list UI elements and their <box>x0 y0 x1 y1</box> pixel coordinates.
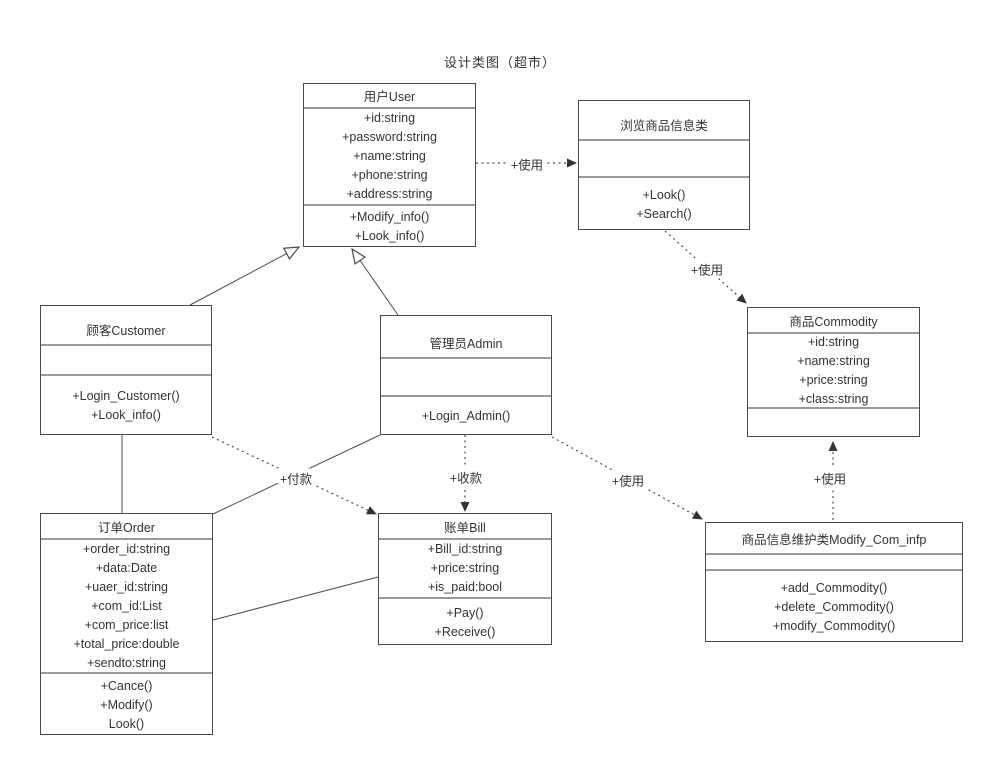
edge-label-admin-modify-dependency: +使用 <box>609 470 647 490</box>
class-box-bill[interactable]: 账单Bill +Bill_id:string +price:string +is_pa… <box>378 513 552 645</box>
class-name-bill: 账单Bill <box>379 514 551 540</box>
attribute-row: +total_price:double <box>73 636 180 651</box>
attribute-row: +name:string <box>797 353 870 368</box>
edge-label-modify-commodity-dependency: +使用 <box>811 468 849 488</box>
class-name-user: 用户User <box>304 84 475 109</box>
attribute-row: +name:string <box>353 149 426 163</box>
operation-row: +add_Commodity() <box>780 580 888 595</box>
operation-row: +Look_info() <box>354 229 425 243</box>
attribute-row: +is_paid:bool <box>427 580 503 594</box>
operations-section-bill: +Pay() +Receive() <box>379 599 551 646</box>
operation-row: +Modify_info() <box>349 210 430 224</box>
class-box-order[interactable]: 订单Order+order_id:string +data:Date +uaer_i… <box>40 513 213 735</box>
operations-section-order: +Cance() +Modify() Look() <box>41 674 212 736</box>
edge-label-browse-commodity-dependency: +使用 <box>688 259 726 279</box>
operation-row: +Look_info() <box>91 408 161 422</box>
operation-row: +Look() <box>642 187 686 202</box>
attribute-row: +order_id:string <box>82 541 171 556</box>
class-box-modify[interactable]: 商品信息维护类Modify_Com_infp +add_Commodity() +d… <box>705 522 963 642</box>
attribute-row: +com_id:List <box>91 598 162 613</box>
class-name-admin: 管理员Admin <box>381 316 551 359</box>
diagram-title: 设计类图（超市） <box>443 55 556 70</box>
attribute-row: +uaer_id:string <box>84 579 169 594</box>
edge-label-admin-bill-dependency: +收款 <box>447 467 485 487</box>
attribute-row: +phone:string <box>351 168 428 182</box>
edge-label-customer-bill-dependency: +付款 <box>277 468 315 488</box>
attribute-row: +data:Date <box>95 560 158 575</box>
operations-section-customer: +Login_Customer() +Look_info() <box>41 376 211 436</box>
edge-admin-user-generalization <box>352 249 399 316</box>
operation-row: Look() <box>108 716 145 731</box>
operations-section-modify: +add_Commodity() +delete_Commodity() +modi… <box>706 571 962 643</box>
attributes-section-customer <box>41 346 211 376</box>
attributes-section-admin <box>381 359 551 397</box>
attribute-row: +id:string <box>807 334 860 349</box>
class-box-admin[interactable]: 管理员Admin +Login_Admin() <box>380 315 552 435</box>
attribute-row: +price:string <box>430 561 500 575</box>
operations-section-commodity <box>748 409 919 438</box>
class-name-browse: 浏览商品信息类 <box>579 101 749 141</box>
operation-row: +Login_Customer() <box>72 389 180 403</box>
operations-section-browse: +Look() +Search() <box>579 178 749 231</box>
attribute-row: +sendto:string <box>87 655 166 670</box>
operation-row: +Modify() <box>100 697 153 712</box>
attributes-section-user: +id:string +password:string +name:string +p… <box>304 109 475 206</box>
operation-row: +Receive() <box>434 624 496 639</box>
operations-section-admin: +Login_Admin() <box>381 397 551 436</box>
operation-row: +Search() <box>636 206 692 221</box>
attributes-section-browse <box>579 141 749 178</box>
attribute-row: +id:string <box>363 111 416 125</box>
edge-order-bill-association <box>212 576 379 621</box>
class-box-user[interactable]: 用户User +id:string +password:string +name:st… <box>303 83 476 247</box>
attribute-row: +Bill_id:string <box>427 542 503 556</box>
class-box-commodity[interactable]: 商品Commodity+id:string +name:string +price:… <box>747 307 920 437</box>
attribute-row: +class:string <box>798 391 869 406</box>
operations-section-user: +Modify_info() +Look_info() <box>304 206 475 248</box>
operation-row: +modify_Commodity() <box>772 618 896 633</box>
attribute-row: +address:string <box>346 187 433 201</box>
operation-row: +Login_Admin() <box>421 409 511 423</box>
attribute-row: +price:string <box>799 372 868 387</box>
edge-customer-user-generalization <box>189 247 299 306</box>
attributes-section-bill: +Bill_id:string +price:string +is_paid:boo… <box>379 540 551 599</box>
attributes-section-modify <box>706 555 962 571</box>
operation-row: +Cance() <box>100 678 153 693</box>
class-name-order: 订单Order <box>41 514 212 540</box>
operation-row: +Pay() <box>446 605 484 620</box>
class-name-customer: 顾客Customer <box>41 306 211 346</box>
attribute-row: +password:string <box>342 130 437 144</box>
operation-row: +delete_Commodity() <box>774 599 894 614</box>
class-box-customer[interactable]: 顾客Customer +Login_Customer() +Look_info() <box>40 305 212 435</box>
attributes-section-commodity: +id:string +name:string +price:string +clas… <box>748 334 919 409</box>
edge-label-user-browse-dependency: +使用 <box>508 154 546 174</box>
class-box-browse[interactable]: 浏览商品信息类 +Look() +Search() <box>578 100 750 230</box>
class-name-modify: 商品信息维护类Modify_Com_infp <box>706 523 962 555</box>
class-name-commodity: 商品Commodity <box>748 308 919 334</box>
attributes-section-order: +order_id:string +data:Date +uaer_id:strin… <box>41 540 212 674</box>
attribute-row: +com_price:list <box>84 617 169 632</box>
